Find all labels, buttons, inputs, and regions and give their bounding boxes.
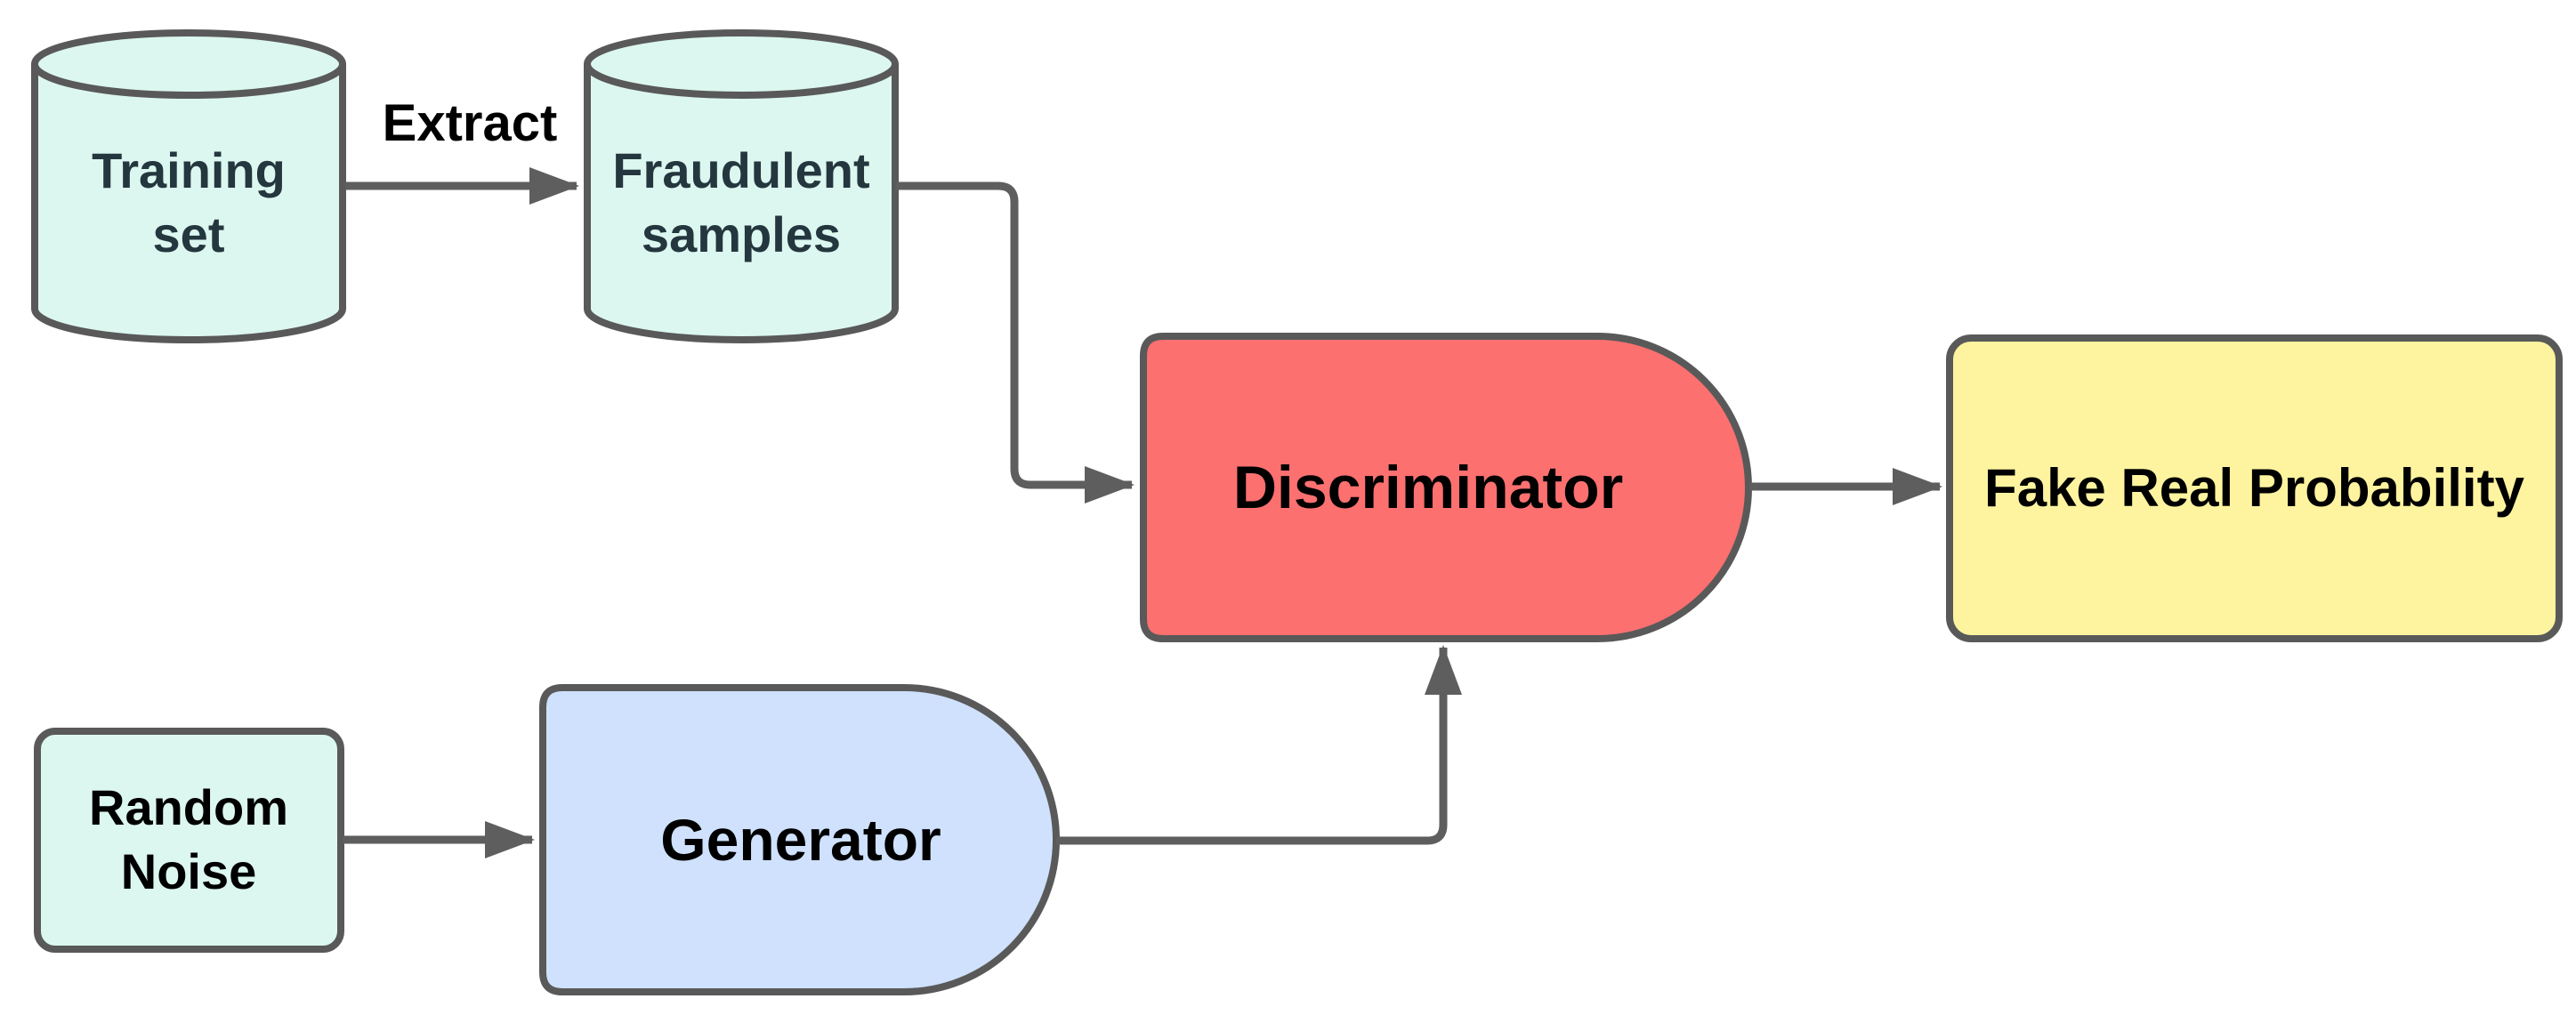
training-set-cylinder-top (31, 29, 346, 99)
fake-real-probability-box (1946, 334, 2563, 642)
arrow-generator-to-discriminator (1056, 645, 1462, 845)
training-set-cylinder (31, 29, 346, 343)
generator-shape (539, 684, 1060, 995)
discriminator-shape (1140, 333, 1752, 642)
fraudulent-samples-cylinder (584, 29, 899, 343)
fraudulent-samples-cylinder-top (584, 29, 899, 99)
training-set-cylinder-body (31, 64, 346, 343)
fraudulent-samples-cylinder-body (584, 64, 899, 343)
random-noise-box (34, 728, 344, 953)
arrow-fraudulent-to-discriminator (895, 181, 1135, 503)
